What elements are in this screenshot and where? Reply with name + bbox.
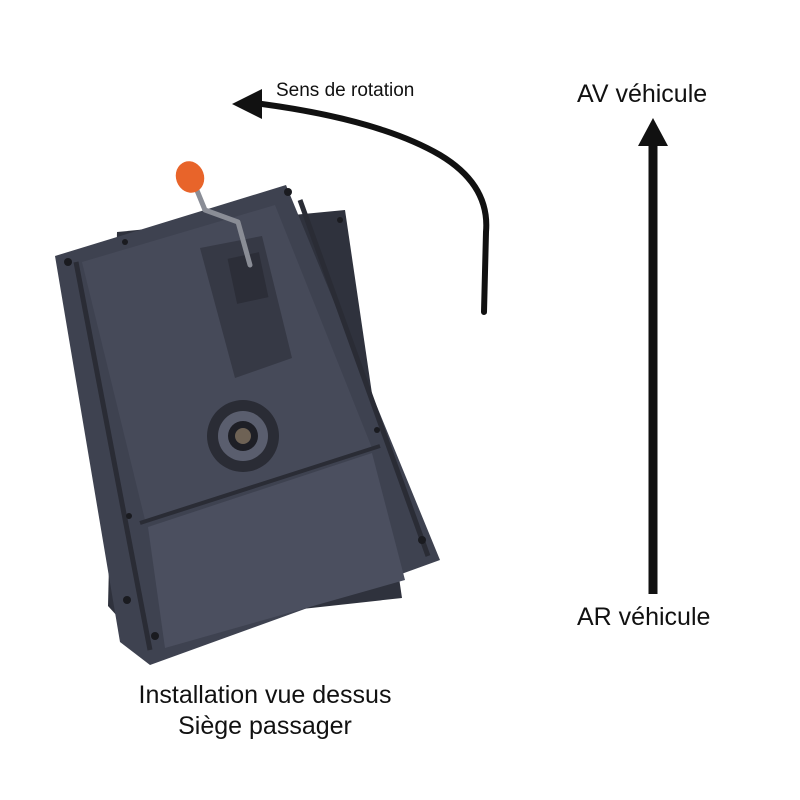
vehicle-rear-label: AR véhicule: [577, 603, 711, 631]
rotation-arrow: [232, 89, 490, 315]
panel-divider: [139, 444, 381, 525]
release-lever: [193, 185, 253, 268]
mounting-holes: [64, 188, 426, 640]
caption: Installation vue dessus Siège passager: [100, 680, 430, 742]
lock-bracket: [227, 252, 269, 304]
rail-left: [73, 261, 153, 651]
vehicle-axis-arrow: [638, 118, 668, 594]
vehicle-front-label: AV véhicule: [577, 80, 708, 108]
rotation-direction-label: Sens de rotation: [276, 80, 415, 101]
lower-panel: [148, 453, 405, 648]
swivel-base-plate: [55, 161, 440, 665]
rail-right: [297, 199, 431, 557]
caption-line-installation: Installation vue dessus: [138, 681, 392, 709]
bearing-hub: [235, 428, 251, 444]
lock-mechanism: [200, 236, 292, 378]
caption-line-seat: Siège passager: [178, 712, 352, 740]
upper-panel: [82, 205, 372, 520]
lever-knob: [175, 161, 205, 193]
